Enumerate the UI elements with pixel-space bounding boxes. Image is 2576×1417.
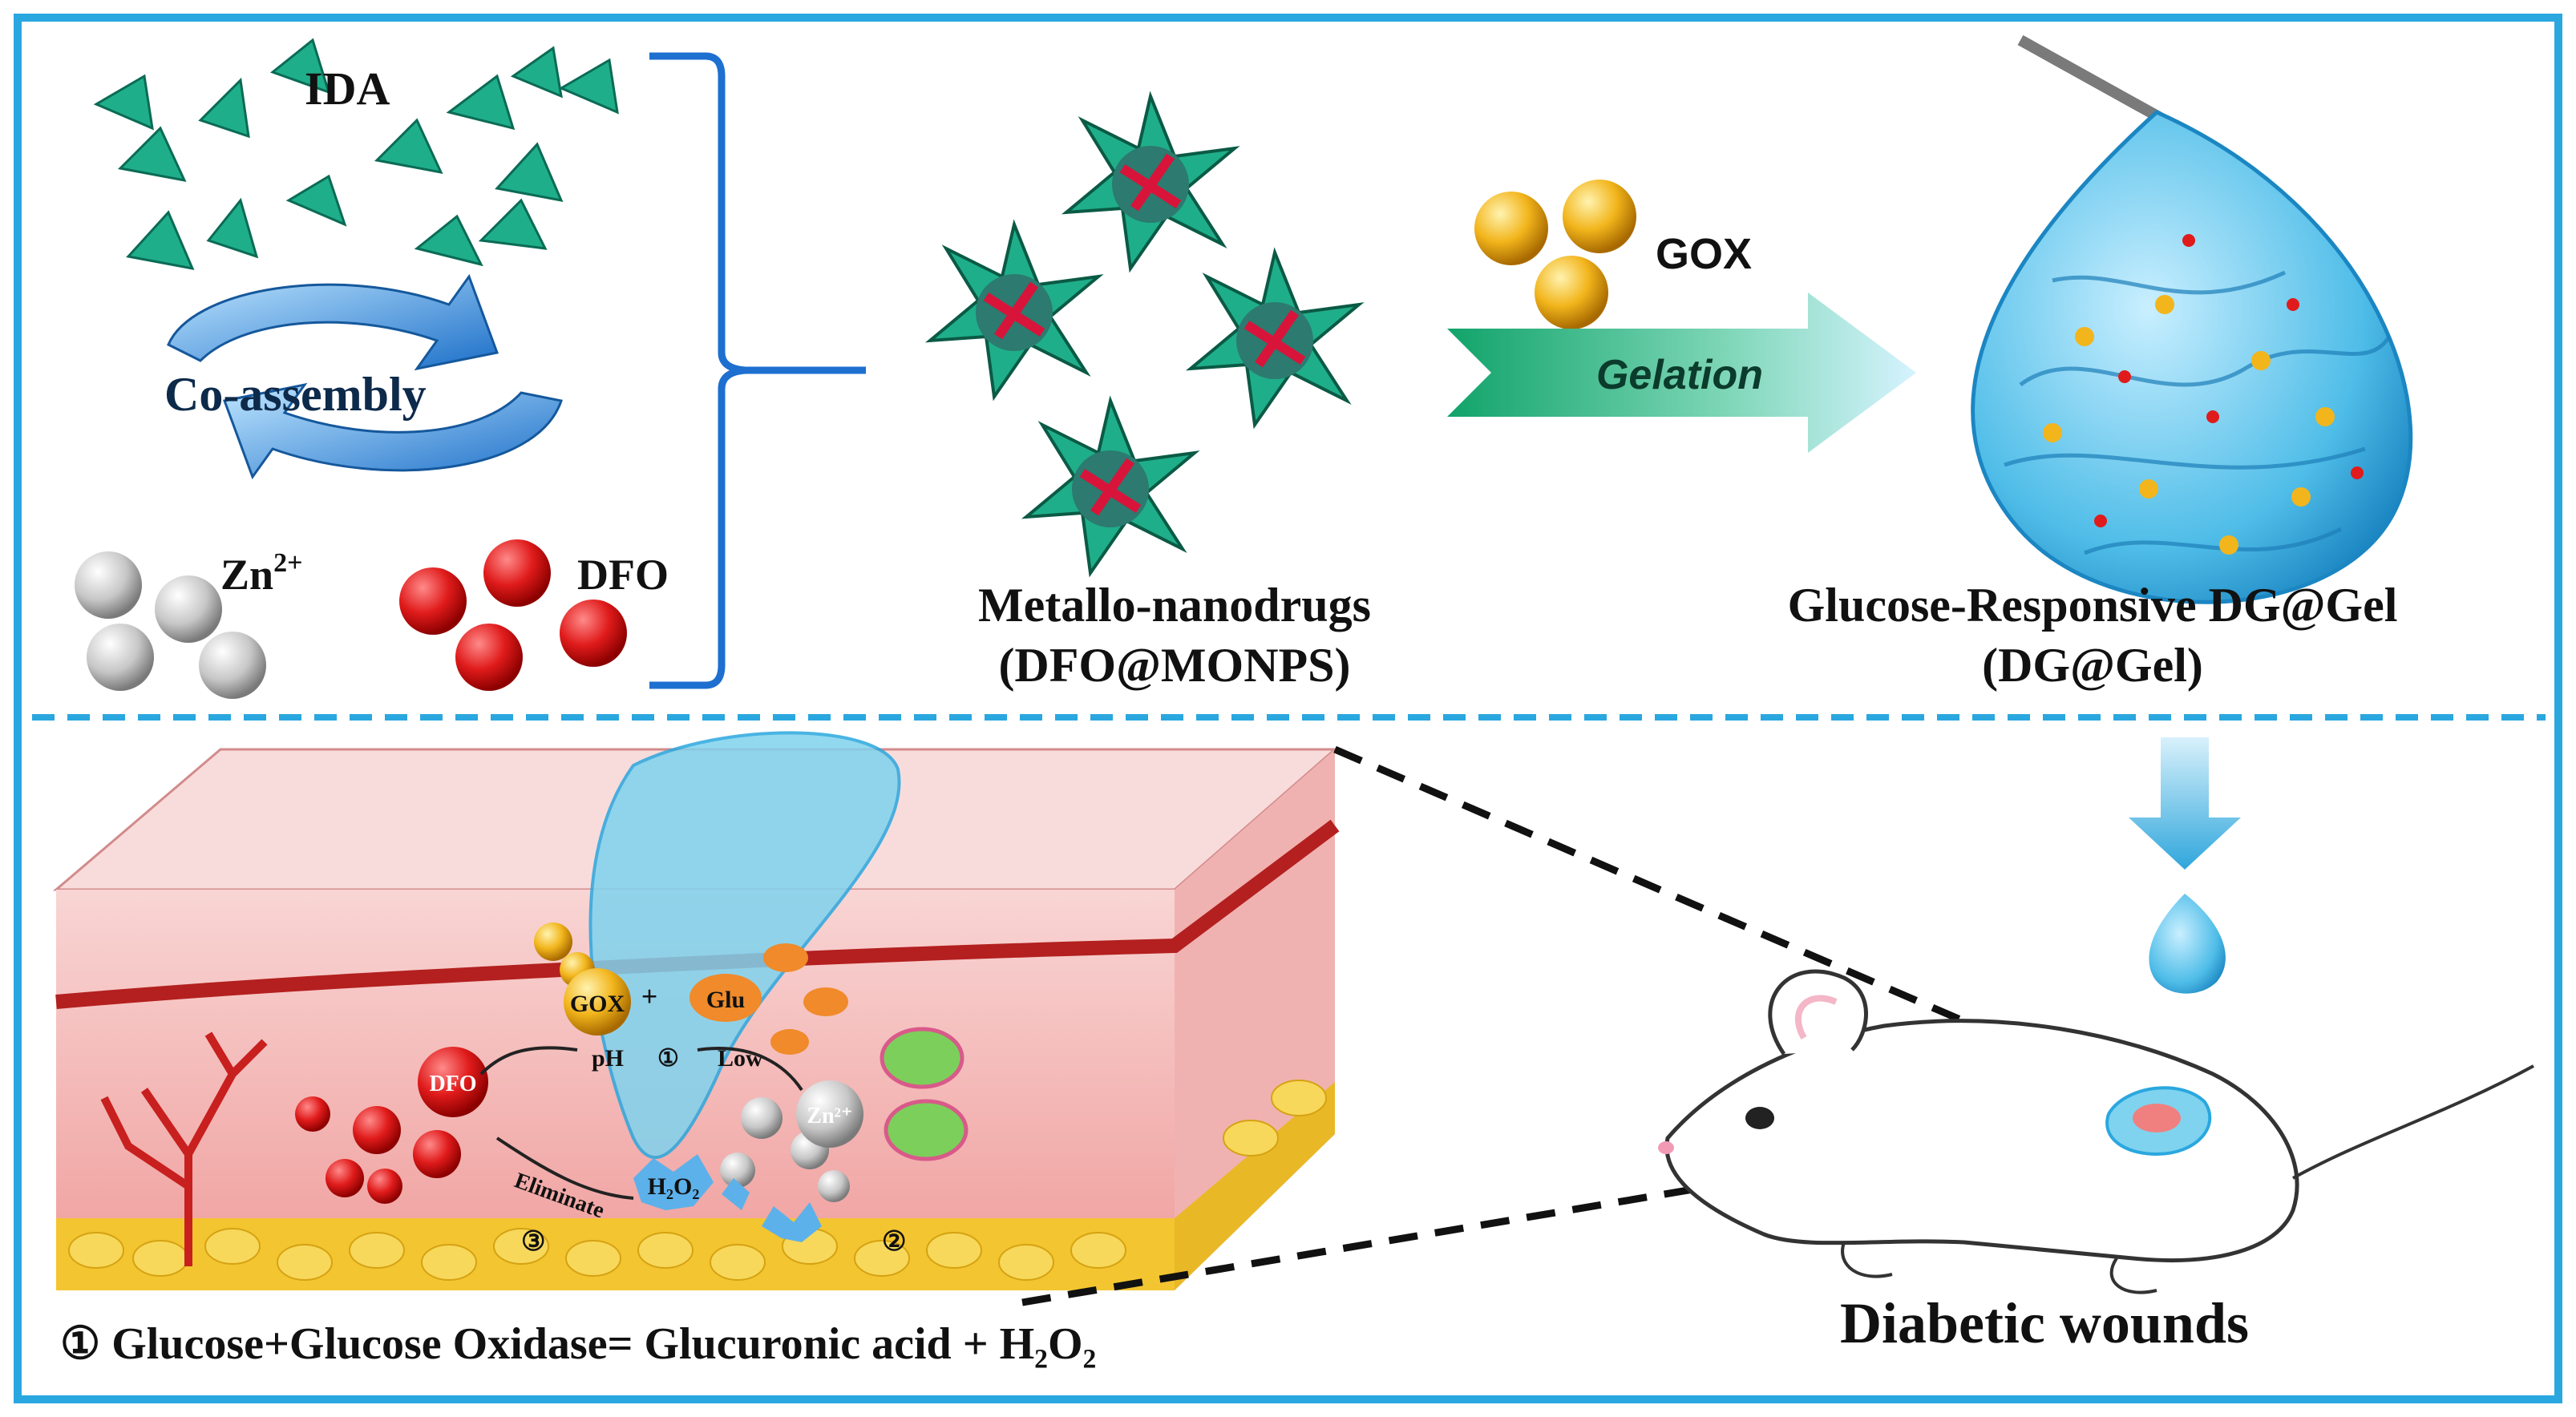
skin-step2-label: ②	[882, 1227, 906, 1257]
skin-dfo-sphere	[418, 1047, 488, 1117]
nanodrug-title: Metallo-nanodrugs	[978, 579, 1371, 632]
zn-label: Zn2+	[220, 548, 302, 599]
skin-block	[52, 731, 1340, 1290]
skin-h2o2-label: H₂O₂	[648, 1173, 700, 1200]
mouse-nose	[1658, 1141, 1674, 1154]
gelation-label: Gelation	[1596, 352, 1763, 398]
nanodrug-subtitle: (DFO@MONPS)	[998, 639, 1350, 692]
skin-gox-sphere	[564, 968, 631, 1036]
gelation-arrow	[1447, 293, 1916, 453]
co-assembly-label: Co-assembly	[164, 368, 427, 421]
nanodrug-particles	[924, 91, 1365, 578]
zn-spheres	[75, 551, 266, 699]
arrow-low	[697, 1047, 803, 1092]
outer-frame	[14, 14, 2562, 1403]
skin-dfo-label: DFO	[429, 1072, 476, 1096]
gel-droplet	[1971, 34, 2413, 604]
skin-zn-sphere	[796, 1080, 863, 1148]
dfo-label: DFO	[577, 551, 669, 599]
skin-ph-label: pH	[592, 1045, 624, 1072]
reaction-equation: ① Glucose+Glucose Oxidase= Glucuronic ac…	[60, 1319, 1096, 1369]
arrow-eliminate	[495, 1136, 634, 1200]
gel-drop-small	[2149, 894, 2226, 994]
skin-step1-label: ①	[657, 1045, 679, 1072]
skin-glu-label: Glu	[706, 987, 745, 1013]
dfo-spheres	[399, 539, 627, 691]
mouse-illustration	[1664, 969, 2534, 1294]
wound-site	[2133, 1104, 2181, 1132]
apply-arrow	[2129, 737, 2241, 870]
diabetic-wounds-label: Diabetic wounds	[1840, 1291, 2249, 1355]
co-assembly-cycle-icon	[167, 273, 563, 480]
mouse-eye	[1745, 1107, 1774, 1129]
skin-plus-label: +	[641, 980, 658, 1012]
arrow-ph	[479, 1046, 578, 1076]
skin-step3-label: ③	[521, 1227, 545, 1257]
gox-label: GOX	[1656, 230, 1752, 278]
skin-h2o2-burst	[633, 1154, 714, 1210]
gel-subtitle: (DG@Gel)	[1982, 639, 2203, 692]
gel-title: Glucose-Responsive DG@Gel	[1788, 579, 2398, 632]
gox-spheres	[1474, 180, 1636, 329]
skin-zn-label: Zn²⁺	[807, 1104, 852, 1128]
grouping-brace	[649, 52, 866, 689]
skin-glu-ellipse	[689, 974, 762, 1022]
ida-pyramids	[93, 38, 619, 270]
skin-gox-label: GOX	[570, 991, 625, 1017]
ida-label: IDA	[305, 63, 390, 115]
